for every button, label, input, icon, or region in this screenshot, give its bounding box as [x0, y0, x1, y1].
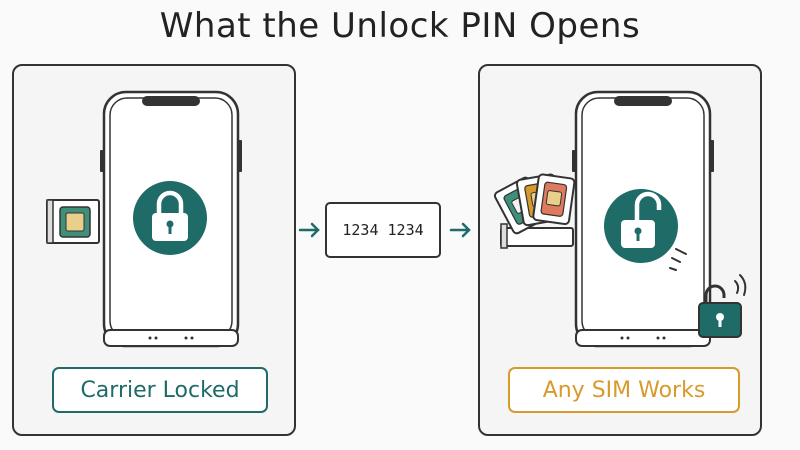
carrier-locked-label: Carrier Locked — [52, 367, 268, 413]
unlock-pin-code: 1234 1234 — [325, 202, 441, 258]
motion-lines-icon — [669, 248, 687, 271]
arrow-right-icon — [298, 222, 320, 238]
any-sim-works-label: Any SIM Works — [508, 367, 740, 413]
open-padlock-icon — [698, 274, 747, 338]
sim-tray-icon — [46, 199, 100, 244]
locked-padlock-icon — [133, 181, 207, 255]
multiple-sim-cards-icon — [493, 173, 576, 249]
unlocked-padlock-icon — [604, 189, 678, 263]
page-title: What the Unlock PIN Opens — [159, 6, 641, 46]
arrow-right-icon — [449, 222, 471, 238]
